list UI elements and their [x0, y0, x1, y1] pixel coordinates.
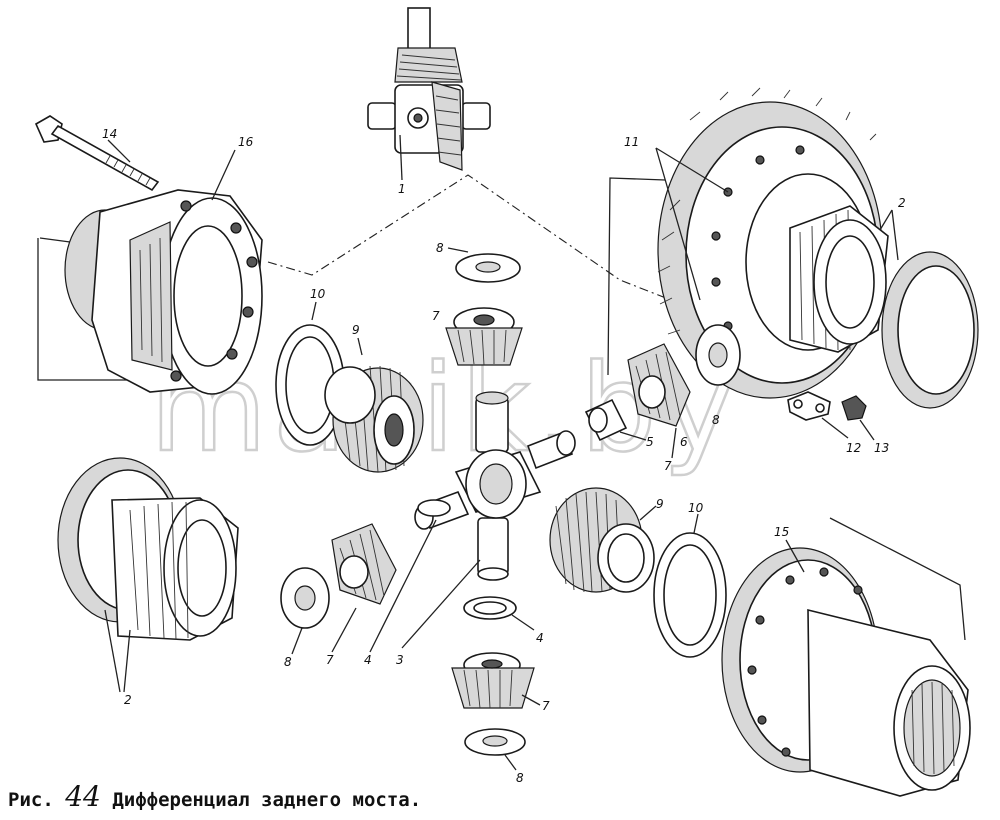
- part-2-bearing-right: [789, 205, 979, 409]
- caption-prefix: Рис.: [8, 789, 54, 811]
- callout-12: 12: [846, 441, 861, 455]
- callout-2-left: 2: [124, 693, 132, 707]
- callout-8-right: 8: [712, 413, 720, 427]
- callout-4-left: 4: [364, 653, 372, 667]
- callout-4-bottom: 4: [536, 631, 544, 645]
- part-7-pinion-top: [445, 307, 523, 366]
- callout-labels: 1 2 2 3 4 4 5 6 7 7 7 7 8 8 8 8 9 9 10 1…: [102, 127, 906, 785]
- part-4-washer-bottom: [463, 596, 535, 631]
- figure-caption: Рис. 44 Дифференциал заднего моста.: [8, 780, 421, 813]
- part-16-case-half-left: [64, 149, 263, 395]
- callout-13: 13: [874, 441, 889, 455]
- leader-frame-right: [607, 177, 666, 376]
- part-10-washer-right: [653, 513, 727, 658]
- part-8-washer-left: [280, 567, 330, 655]
- callout-7-right: 7: [664, 459, 672, 473]
- caption-number: 44: [65, 780, 101, 813]
- callout-10-left: 10: [310, 287, 326, 301]
- callout-5: 5: [646, 435, 654, 449]
- part-1-drive-pinion: [367, 7, 491, 181]
- callout-9-left: 9: [352, 323, 360, 337]
- callout-1: 1: [398, 182, 406, 196]
- leader-frame-hub: [829, 517, 966, 641]
- callout-8-top: 8: [436, 241, 444, 255]
- part-8-washer-right: [695, 324, 741, 386]
- part-7-pinion-right: [627, 343, 691, 459]
- callout-7-left: 7: [326, 653, 334, 667]
- callout-6: 6: [680, 435, 688, 449]
- caption-title: Дифференциал заднего моста.: [112, 789, 422, 811]
- part-15-case-half-right: [721, 539, 971, 797]
- callout-3: 3: [396, 653, 404, 667]
- part-2-bearing-left: [57, 457, 239, 693]
- callout-2-right: 2: [898, 196, 906, 210]
- part-8-washer-top: [447, 247, 521, 283]
- part-9-side-gear-right: [549, 487, 657, 593]
- assembly-axis: [267, 174, 761, 336]
- part-8-washer-bottom: [464, 728, 526, 771]
- part-7-pinion-left: [331, 523, 397, 653]
- part-10-washer-left: [275, 301, 345, 446]
- part-12-lock-plate: [787, 391, 849, 439]
- callout-10-right: 10: [688, 501, 704, 515]
- part-14-bolt: [34, 115, 160, 192]
- callout-11: 11: [624, 135, 639, 149]
- part-13-bolt: [841, 395, 875, 441]
- part-3-cross: [401, 391, 576, 649]
- callout-9-right: 9: [656, 497, 664, 511]
- callout-8-bottom: 8: [516, 771, 524, 785]
- callout-8-left: 8: [284, 655, 292, 669]
- leader-frame-left: [37, 237, 160, 381]
- part-7-pinion-bottom: [451, 652, 541, 709]
- part-9-side-gear-left: [324, 337, 424, 473]
- callout-15: 15: [774, 525, 789, 539]
- callout-14: 14: [102, 127, 117, 141]
- part-4-washer-cross: [369, 499, 451, 653]
- part-5-bushing: [584, 398, 647, 442]
- callout-7-top: 7: [432, 309, 440, 323]
- callout-7-bottom: 7: [542, 699, 550, 713]
- callout-16: 16: [238, 135, 254, 149]
